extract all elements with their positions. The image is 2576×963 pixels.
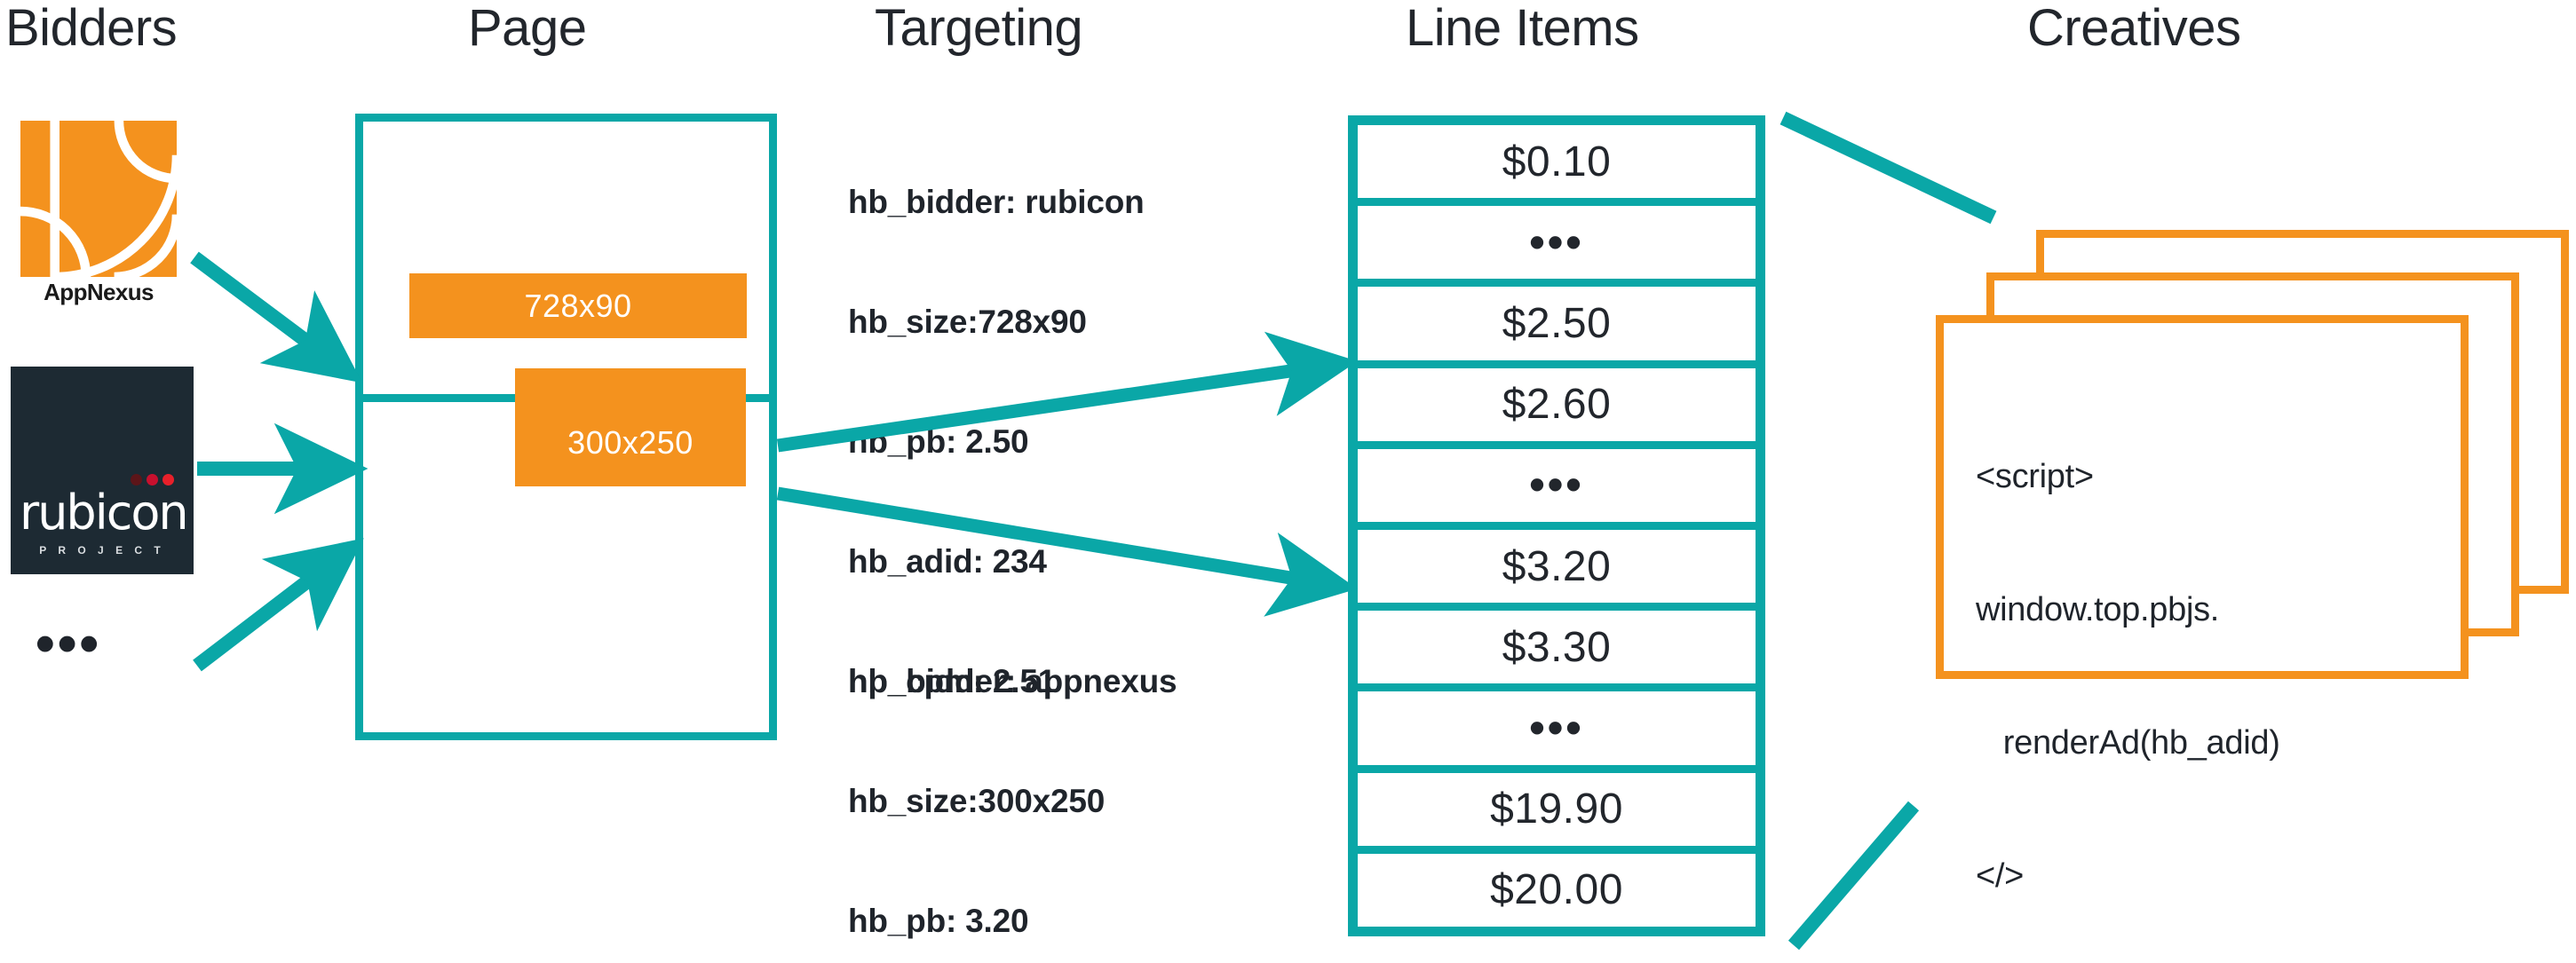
creative-card-front[interactable] <box>1936 315 2469 679</box>
line-item-row[interactable]: $2.50 <box>1358 287 1756 368</box>
targeting-line: hb_size:300x250 <box>848 783 1106 819</box>
column-heading-bidders: Bidders <box>5 0 178 57</box>
targeting-line: hb_bidder: appnexus <box>848 663 1177 699</box>
creative-code-line: <script> <box>1976 458 2094 495</box>
line-item-row[interactable]: $20.00 <box>1490 866 1623 914</box>
rubicon-dots-icon <box>131 474 174 485</box>
arrow-appnexus-to-page <box>190 251 362 383</box>
rubicon-wordmark: rubicon <box>20 485 189 541</box>
column-heading-creatives: Creatives <box>2027 0 2241 57</box>
line-item-row[interactable]: $19.90 <box>1358 773 1756 854</box>
bidders-more-ellipsis: ••• <box>36 613 102 675</box>
line-item-row[interactable]: $0.10 <box>1358 125 1756 207</box>
line-item-row: ••• <box>1358 449 1756 531</box>
appnexus-wordmark: AppNexus <box>44 279 154 305</box>
targeting-line: hb_size:728x90 <box>848 304 1087 340</box>
ad-slot-728x90[interactable]: 728x90 <box>409 273 747 338</box>
line-item-row[interactable]: $3.30 <box>1358 611 1756 692</box>
connector-lineitems-to-creatives-top <box>1779 111 1997 225</box>
appnexus-logo-icon <box>20 121 177 277</box>
targeting-line: hb_pb: 2.50 <box>848 423 1029 460</box>
column-heading-page: Page <box>468 0 587 57</box>
targeting-line: hp_cpm: 2.51 <box>848 663 1057 699</box>
line-item-row[interactable]: $3.20 <box>1358 530 1756 612</box>
connector-lineitems-to-creatives-bottom <box>1787 801 1920 951</box>
line-items-list: $0.10 ••• $2.50 $2.60 ••• $3.20 $3.30 ••… <box>1348 115 1765 936</box>
column-heading-targeting: Targeting <box>875 0 1083 57</box>
column-heading-lineitems: Line Items <box>1406 0 1639 57</box>
targeting-block-appnexus: hb_bidder: appnexus hb_size:300x250 hb_p… <box>848 581 1177 963</box>
page-header-region <box>355 114 777 402</box>
creative-code-line: renderAd(hb_adid) <box>1976 724 2280 762</box>
rubicon-project-logo-icon: rubicon P R O J E C T <box>11 367 194 574</box>
creative-code-line: window.top.pbjs. <box>1976 591 2220 628</box>
line-item-row: ••• <box>1358 206 1756 288</box>
targeting-line: hb_adid: 234 <box>848 543 1047 580</box>
rubicon-sub-wordmark: P R O J E C T <box>39 544 165 556</box>
targeting-line: hb_pb: 3.20 <box>848 903 1029 939</box>
line-item-row[interactable]: $2.60 <box>1358 368 1756 449</box>
arrow-more-bidders-to-page <box>193 538 364 672</box>
ad-slot-300x250[interactable]: 300x250 <box>515 368 746 486</box>
line-item-row: ••• <box>1358 691 1756 773</box>
targeting-line: hb_bidder: rubicon <box>848 184 1145 220</box>
creative-code-snippet: <script> window.top.pbjs. renderAd(hb_ad… <box>1976 366 2280 963</box>
creative-code-line: </> <box>1976 857 2025 895</box>
